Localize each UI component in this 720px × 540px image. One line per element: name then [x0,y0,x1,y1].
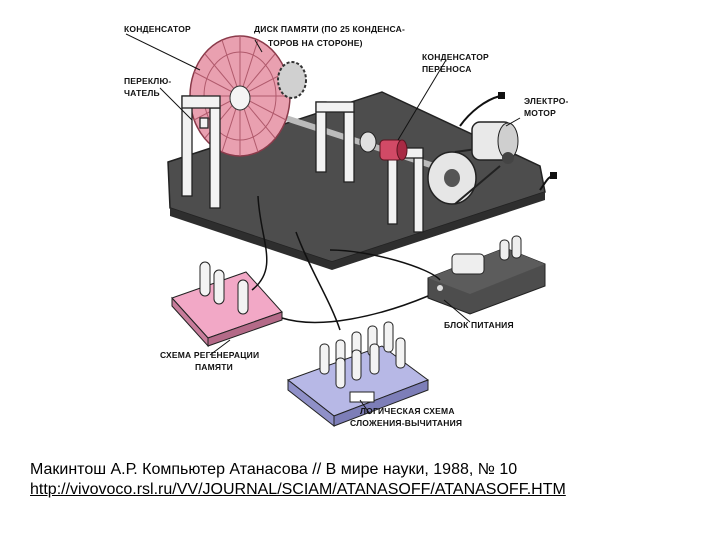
regen-board [171,261,283,348]
caption: Макинтош А.Р. Компьютер Атанасова // В м… [30,460,710,500]
wiring [251,195,441,331]
label-transfer-condenser-1: КОНДЕНСАТОР [422,52,489,62]
label-switch-2: ЧАТЕЛЬ [124,88,160,98]
base-platform-edge [170,192,545,270]
motor-cord [459,95,501,127]
label-regen-1: СХЕМА РЕГЕНЕРАЦИИ [160,350,259,360]
label-power-supply: БЛОК ПИТАНИЯ [444,320,514,330]
logic-board [286,321,430,428]
electric-motor [471,121,519,164]
label-memory-disk-1: ДИСК ПАМЯТИ (ПО 25 КОНДЕНСА- [254,24,405,34]
caption-url-link[interactable]: http://vivovoco.rsl.ru/VV/JOURNAL/SCIAM/… [30,481,566,498]
label-logic-1: ЛОГИЧЕСКАЯ СХЕМА [360,406,455,416]
label-motor-1: ЭЛЕКТРО- [524,96,569,106]
transfer-condenser [359,131,408,161]
power-supply [427,235,546,315]
label-motor-2: МОТОР [524,108,556,118]
label-logic-2: СЛОЖЕНИЯ-ВЫЧИТАНИЯ [350,418,462,428]
label-memory-disk-2: ТОРОВ НА СТОРОНЕ) [268,38,363,48]
pulley [427,145,501,205]
label-switch-1: ПЕРЕКЛЮ- [124,76,171,86]
atanasoff-computer-diagram: КОНДЕНСАТОР ДИСК ПАМЯТИ (ПО 25 КОНДЕНСА-… [124,24,569,428]
gear [277,61,307,99]
caption-citation: Макинтош А.Р. Компьютер Атанасова // В м… [30,461,518,478]
callout-lines [125,33,521,415]
left-frame [181,95,221,209]
middle-frame [315,101,355,183]
label-regen-2: ПАМЯТИ [195,362,233,372]
label-condenser: КОНДЕНСАТОР [124,24,191,34]
label-transfer-condenser-2: ПЕРЕНОСА [422,64,472,74]
